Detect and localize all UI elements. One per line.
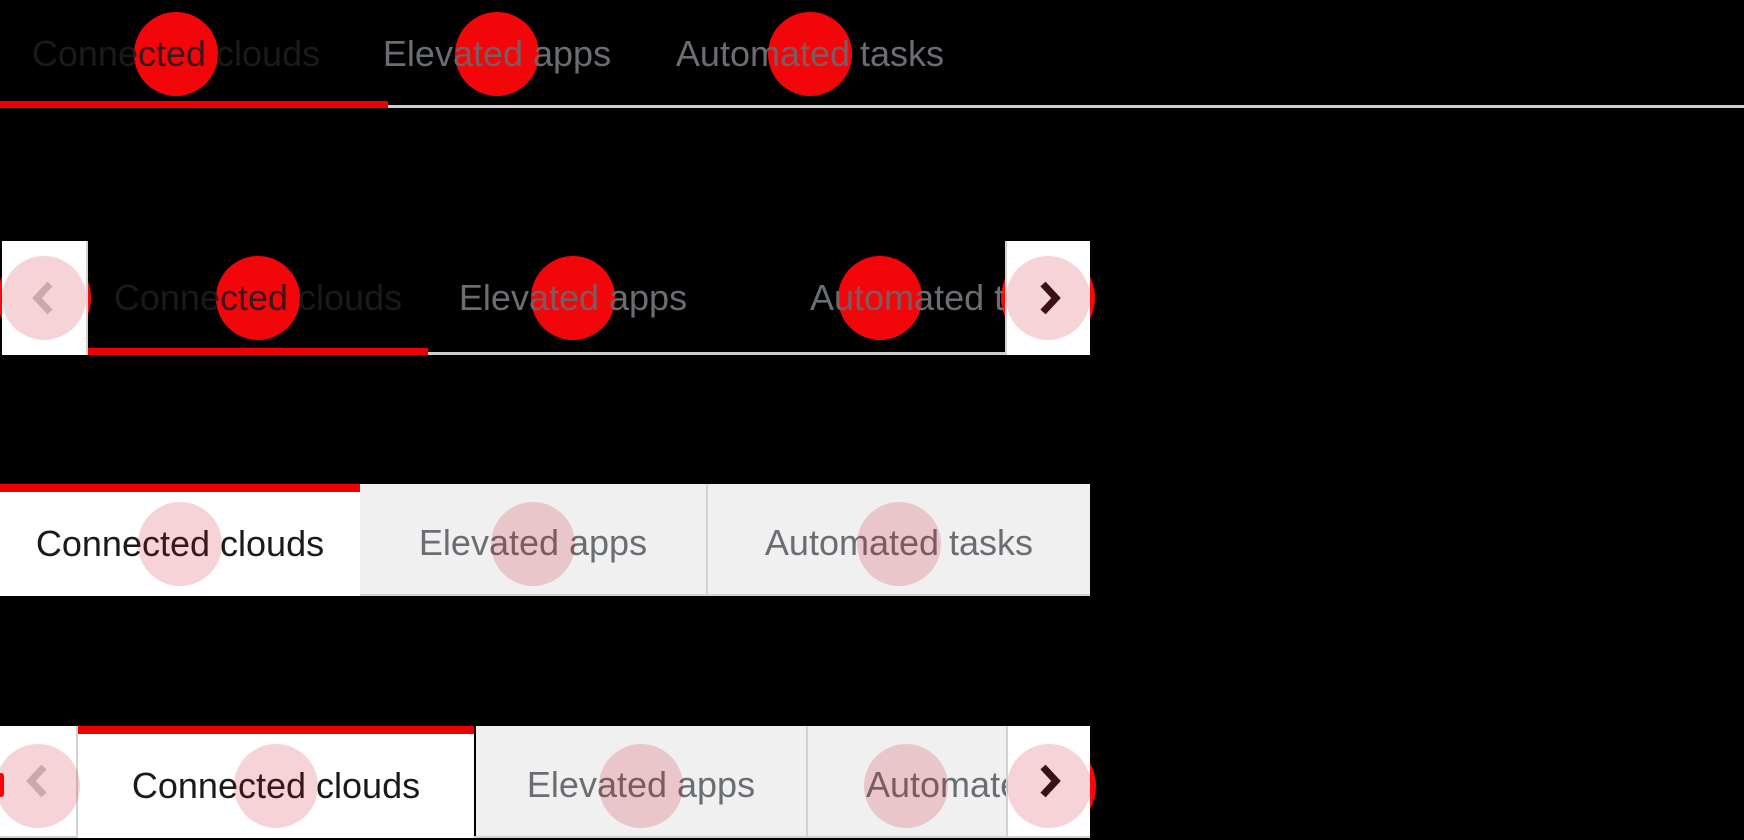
tab-elevated-apps[interactable]: Elevated apps [476, 726, 806, 836]
tabs-bottom-border [0, 105, 1744, 108]
click-marker-halo [138, 502, 222, 586]
tab-automated-tasks[interactable]: Automated tasks [708, 484, 1090, 594]
click-marker-halo [216, 256, 300, 340]
tab-automated-tasks[interactable]: Automated tasks [642, 0, 978, 108]
chevron-right-icon [1040, 764, 1061, 798]
active-tab-underline [0, 101, 388, 108]
tab-elevated-apps[interactable]: Elevated apps [352, 0, 642, 108]
tab-label: Elevated apps [418, 522, 648, 563]
click-marker-dot [531, 256, 615, 340]
click-marker-halo [768, 12, 852, 96]
click-marker-dot [768, 12, 852, 96]
tab-connected-clouds[interactable]: Connected clouds [88, 241, 428, 355]
click-marker-halo [0, 744, 80, 828]
click-marker-halo [455, 12, 539, 96]
active-tab-underline [88, 348, 428, 355]
tabs-row-underline-scrollable: Connected clouds Elevated apps Automated… [0, 241, 1095, 355]
tab-divider [806, 726, 808, 836]
click-marker-dot [134, 12, 218, 96]
tab-label: Connected clouds [31, 33, 321, 74]
click-marker-halo [2, 256, 86, 340]
tab-label: Elevated apps [458, 277, 688, 318]
tab-automated-tasks-truncated[interactable]: Automated tasks [718, 241, 1006, 355]
tab-connected-clouds[interactable]: Connected clouds [78, 726, 474, 838]
tabs-row-underline: Connected clouds Elevated apps Automated… [0, 0, 1744, 108]
click-marker-dot [838, 256, 922, 340]
click-marker-dot [455, 12, 539, 96]
click-marker-halo [599, 744, 683, 828]
chevron-right-icon [1039, 281, 1061, 315]
click-marker-halo [134, 12, 218, 96]
click-marker-halo [864, 744, 948, 828]
scroll-right-button[interactable] [1006, 726, 1090, 836]
click-marker-halo [857, 502, 941, 586]
scroll-left-button[interactable] [0, 726, 78, 836]
tab-label: Automated tasks [866, 764, 1006, 805]
click-marker-halo [531, 256, 615, 340]
click-marker-dot [216, 256, 300, 340]
tab-label: Connected clouds [113, 277, 403, 318]
click-marker-halo [1007, 744, 1091, 828]
click-marker-halo [838, 256, 922, 340]
tab-label: Automated tasks [675, 33, 945, 74]
tab-label: Elevated apps [526, 764, 756, 805]
tabs-bottom-border [0, 836, 1090, 838]
scroll-right-button[interactable] [1005, 241, 1090, 355]
tab-elevated-apps[interactable]: Elevated apps [428, 241, 718, 355]
scroll-left-button[interactable] [2, 241, 88, 355]
chevron-left-icon [32, 281, 53, 315]
tabs-bottom-border [88, 352, 1006, 355]
tabs-row-box-scrollable: Connected clouds Elevated apps Automated… [0, 726, 1096, 838]
chevron-left-icon [26, 764, 47, 798]
click-marker-halo [491, 502, 575, 586]
click-marker-halo [234, 744, 318, 828]
tab-elevated-apps[interactable]: Elevated apps [360, 484, 706, 594]
tab-label: Connected clouds [35, 523, 325, 564]
tab-connected-clouds[interactable]: Connected clouds [0, 0, 352, 108]
tab-connected-clouds[interactable]: Connected clouds [0, 484, 360, 596]
tabs-bottom-border [0, 594, 1090, 596]
tab-automated-tasks-truncated[interactable]: Automated tasks [808, 726, 1006, 836]
tab-divider [706, 484, 708, 594]
tab-label: Automated tasks [810, 277, 1006, 318]
tabs-row-box: Connected clouds Elevated apps Automated… [0, 484, 1090, 596]
click-marker-dot-edge [0, 773, 4, 797]
tab-label: Automated tasks [764, 522, 1034, 563]
tab-label: Elevated apps [382, 33, 612, 74]
tab-label: Connected clouds [131, 765, 421, 806]
click-marker-halo [1006, 256, 1090, 340]
